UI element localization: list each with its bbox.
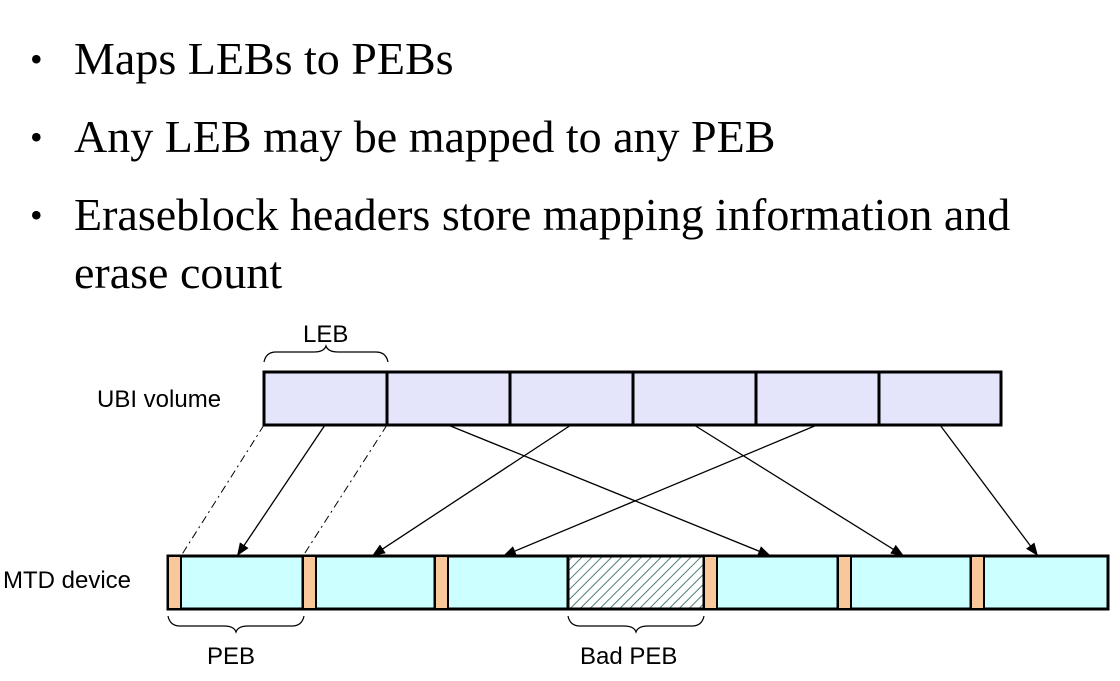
leb-to-peb-guide xyxy=(302,424,388,557)
peb-header xyxy=(970,555,985,610)
leb-block xyxy=(508,370,635,427)
mapping-arrow xyxy=(693,424,905,557)
leb-label: LEB xyxy=(303,321,348,348)
bullet-text: Any LEB may be mapped to any PEB xyxy=(74,111,776,162)
peb-block xyxy=(702,554,840,611)
mapping-arrows xyxy=(236,424,1039,557)
peb-block xyxy=(301,554,437,611)
bullet-text-continuation: erase count xyxy=(74,247,283,298)
bullet-dot: • xyxy=(30,39,43,79)
peb-header xyxy=(302,555,317,610)
leb-block xyxy=(385,370,512,427)
mapping-arrow xyxy=(371,424,572,557)
leb-block xyxy=(262,370,389,427)
bullet-dot: • xyxy=(30,195,43,235)
leb-block xyxy=(877,370,1003,427)
peb-block xyxy=(969,554,1110,611)
leb-brace xyxy=(263,344,389,363)
peb-brace xyxy=(167,615,305,634)
peb-label: PEB xyxy=(207,643,255,670)
peb-header xyxy=(167,555,182,610)
leb-to-peb-guide xyxy=(180,424,265,557)
mapping-arrow xyxy=(447,424,772,557)
mapping-arrow xyxy=(502,424,818,557)
ubi-volume xyxy=(262,370,1003,427)
bad-peb-block xyxy=(566,554,706,611)
mtd-device xyxy=(166,554,1110,611)
mtd-device-label: MTD device xyxy=(3,567,131,594)
bullet-text: Maps LEBs to PEBs xyxy=(74,33,454,84)
peb-header xyxy=(434,555,449,610)
leb-block xyxy=(631,370,758,427)
bullet-text: Eraseblock headers store mapping informa… xyxy=(74,189,1011,240)
peb-block xyxy=(166,554,305,611)
leb-block xyxy=(754,370,881,427)
mapping-arrow xyxy=(236,424,326,557)
bad-peb-brace xyxy=(567,615,705,634)
bullet-dot: • xyxy=(30,117,43,157)
peb-block xyxy=(433,554,570,611)
mapping-arrow xyxy=(939,424,1039,557)
peb-header xyxy=(837,555,852,610)
bad-peb-label: Bad PEB xyxy=(580,643,677,670)
peb-block xyxy=(836,554,973,611)
peb-header xyxy=(703,555,718,610)
ubi-volume-label: UBI volume xyxy=(97,386,221,413)
